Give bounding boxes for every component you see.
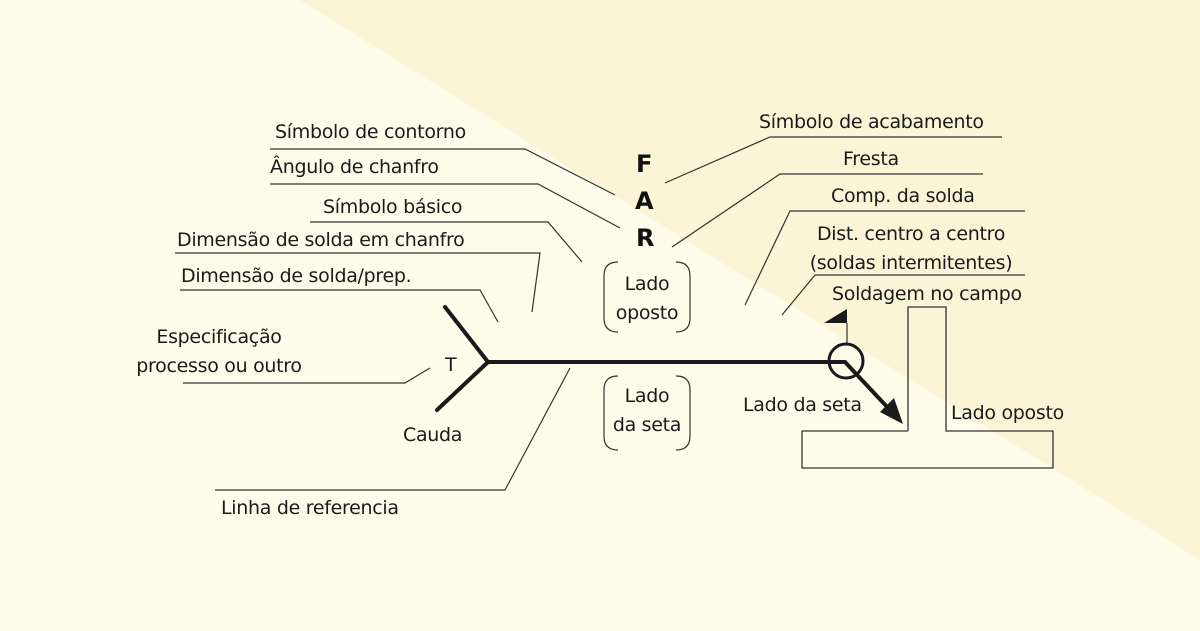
leader-root-opening [671,173,983,248]
box-other-bracket-right [675,261,691,333]
all-around-circle [827,342,865,380]
label-finish-symbol: Símbolo de acabamento [759,111,984,133]
letter-a: A [635,187,654,215]
label-pitch-line2: (soldas intermitentes) [809,252,1013,274]
label-basic-symbol: Símbolo básico [323,196,463,218]
leader-groove-weld-size [175,252,541,313]
label-root-opening: Fresta [843,148,899,170]
label-field-weld: Soldagem no campo [832,283,1022,305]
label-reference-line: Linha de referencia [221,497,399,519]
label-pitch-line1: Dist. centro a centro [816,223,1006,245]
label-pitch: Dist. centro a centro (soldas intermiten… [800,220,1022,278]
box-arrow-side: Lado da seta [604,382,690,440]
label-weld-length: Comp. da solda [831,185,975,207]
label-arrow-side: Lado da seta [743,394,862,416]
box-arrow-side-line1: Lado [624,385,670,407]
tail-upper [443,305,490,364]
label-specification: Especificação processo ou outro [132,323,306,381]
t-joint-outline [801,306,1054,469]
arrow-line [843,360,892,412]
leader-weld-length [744,210,1025,306]
label-groove-angle: Ângulo de chanfro [270,156,439,178]
letter-f: F [636,150,653,178]
box-other-side: Lado oposto [604,270,690,328]
label-specification-line2: processo ou outro [136,355,302,377]
leader-contour-symbol [270,148,616,196]
leader-finish-symbol [664,136,1002,184]
leader-reference-line [215,367,571,491]
tail-lower [435,360,490,412]
label-other-side: Lado oposto [951,402,1064,424]
label-contour-symbol: Símbolo de contorno [275,121,466,143]
label-tail-letter: T [445,354,457,376]
box-arrow-bracket-left [603,375,619,451]
leader-basic-symbol [310,221,583,263]
arrow-head [880,398,903,424]
box-other-bracket-left [603,261,619,333]
leader-specification [183,367,431,384]
label-tail: Cauda [403,424,463,446]
label-groove-weld-size: Dimensão de solda em chanfro [177,229,465,251]
box-other-side-line2: oposto [615,302,679,324]
leader-weld-size-prep [180,289,499,323]
field-weld-flag [824,309,847,323]
label-specification-line1: Especificação [156,326,282,348]
label-weld-size-prep: Dimensão de solda/prep. [181,265,412,287]
box-arrow-side-line2: da seta [612,414,682,436]
box-other-side-line1: Lado [624,273,670,295]
leader-pitch [781,274,1025,316]
letter-r: R [636,224,655,252]
leader-groove-angle [270,183,621,229]
box-arrow-bracket-right [675,375,691,451]
